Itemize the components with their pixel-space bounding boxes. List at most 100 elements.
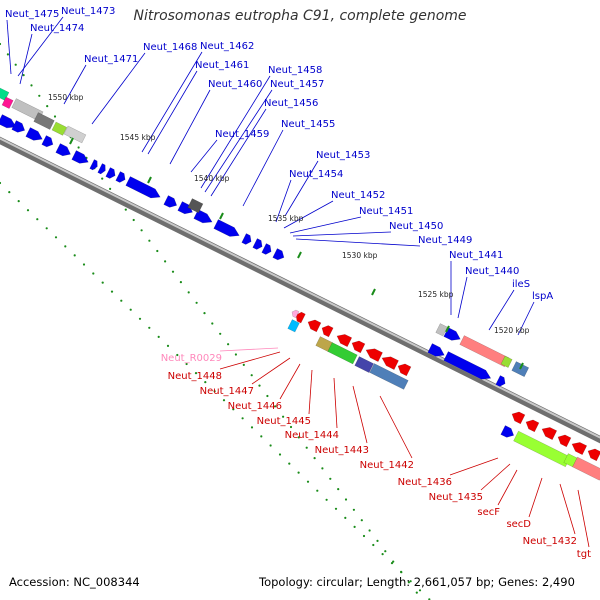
gene-label[interactable]: lspA <box>532 291 553 302</box>
gene-label[interactable]: Neut_1457 <box>270 79 324 90</box>
gene-label[interactable]: Neut_1444 <box>285 430 339 441</box>
gene-label[interactable]: Neut_R0029 <box>161 353 222 364</box>
forward-gene-arrow[interactable] <box>427 343 447 360</box>
gene-label[interactable]: Neut_1432 <box>523 536 577 547</box>
ring-dot <box>329 477 332 480</box>
ring-dot <box>250 426 254 429</box>
ring-dot <box>30 84 33 87</box>
forward-gene-arrow[interactable] <box>443 351 493 383</box>
forward-gene-arrow[interactable] <box>97 163 108 176</box>
forward-gene-arrow[interactable] <box>443 327 463 344</box>
ring-dot <box>6 53 9 56</box>
gene-label[interactable]: Neut_1458 <box>268 65 322 76</box>
reverse-gene-arrow[interactable] <box>540 425 558 441</box>
forward-gene-arrow[interactable] <box>495 375 508 389</box>
gene-label[interactable]: Neut_1460 <box>208 79 262 90</box>
gene-label[interactable]: Neut_1468 <box>143 42 197 53</box>
gene-box[interactable] <box>327 342 358 365</box>
gene-label[interactable]: Neut_1440 <box>465 266 519 277</box>
gene-label[interactable]: Neut_1452 <box>331 190 385 201</box>
forward-gene-arrow[interactable] <box>115 171 128 185</box>
ring-dot <box>64 245 67 248</box>
gene-label[interactable]: Neut_1448 <box>168 371 222 382</box>
gene-box[interactable] <box>1 96 14 109</box>
forward-gene-arrow[interactable] <box>500 425 516 440</box>
gene-label[interactable]: Neut_1436 <box>398 477 452 488</box>
reverse-gene-arrow[interactable] <box>364 346 383 362</box>
rna-gene-arrow[interactable] <box>290 309 300 319</box>
gene-label[interactable]: Neut_1462 <box>200 41 254 52</box>
ring-dot <box>120 299 123 302</box>
reverse-gene-arrow[interactable] <box>586 447 600 462</box>
gene-label[interactable]: Neut_1473 <box>61 6 115 17</box>
gene-label[interactable]: secD <box>506 519 531 530</box>
gene-label[interactable]: tgt <box>577 549 591 560</box>
gene-label[interactable]: Neut_1435 <box>429 492 483 503</box>
gene-box[interactable] <box>51 121 68 136</box>
genome-backbone <box>0 136 600 444</box>
gene-box[interactable] <box>369 363 409 390</box>
reverse-gene-arrow[interactable] <box>306 318 322 333</box>
reverse-gene-arrow[interactable] <box>510 410 526 425</box>
gene-box[interactable] <box>500 355 513 368</box>
gene-label[interactable]: Neut_1459 <box>215 129 269 140</box>
forward-gene-arrow[interactable] <box>105 167 118 181</box>
reverse-gene-arrow[interactable] <box>320 324 334 338</box>
gene-label[interactable]: Neut_1442 <box>360 460 414 471</box>
gene-label[interactable]: Neut_1441 <box>449 250 503 261</box>
reverse-gene-arrow[interactable] <box>380 354 399 370</box>
forward-gene-arrow[interactable] <box>125 176 163 202</box>
reverse-gene-arrow[interactable] <box>570 440 588 456</box>
gene-label[interactable]: Neut_1475 <box>5 9 59 20</box>
reverse-gene-arrow[interactable] <box>335 332 353 348</box>
gene-box[interactable] <box>187 198 204 214</box>
gene-label[interactable]: Neut_1451 <box>359 206 413 217</box>
forward-gene-arrow[interactable] <box>213 219 242 241</box>
ring-dot <box>266 394 269 398</box>
forward-gene-arrow[interactable] <box>41 135 55 149</box>
gene-label[interactable]: Neut_1446 <box>228 401 282 412</box>
gene-label[interactable]: Neut_1461 <box>195 60 249 71</box>
forward-gene-arrow[interactable] <box>193 209 215 227</box>
forward-gene-arrow[interactable] <box>0 114 18 132</box>
gene-label[interactable]: Neut_1455 <box>281 119 335 130</box>
forward-gene-arrow[interactable] <box>163 195 179 210</box>
gene-box[interactable] <box>287 319 300 333</box>
gene-label[interactable]: Neut_1447 <box>200 386 254 397</box>
forward-gene-arrow[interactable] <box>71 150 91 167</box>
forward-gene-arrow[interactable] <box>252 238 265 252</box>
gene-box[interactable] <box>354 356 374 373</box>
ring-dot <box>46 105 49 108</box>
gene-box[interactable] <box>33 112 55 130</box>
forward-gene-arrow[interactable] <box>55 143 73 159</box>
gene-label[interactable]: secF <box>477 507 500 518</box>
forward-gene-arrow[interactable] <box>261 243 274 257</box>
forward-gene-arrow[interactable] <box>241 233 254 247</box>
gene-box[interactable] <box>572 456 600 481</box>
gene-label[interactable]: Neut_1474 <box>30 23 84 34</box>
gene-label[interactable]: Neut_1471 <box>84 54 138 65</box>
ring-dot <box>213 390 216 393</box>
gene-label[interactable]: Neut_1445 <box>257 416 311 427</box>
forward-gene-arrow[interactable] <box>272 248 286 262</box>
reverse-gene-arrow[interactable] <box>350 339 366 354</box>
forward-gene-arrow[interactable] <box>11 120 27 135</box>
forward-gene-arrow[interactable] <box>89 159 100 172</box>
gene-label[interactable]: Neut_1443 <box>315 445 369 456</box>
gene-label[interactable]: Neut_1454 <box>289 169 343 180</box>
reverse-gene-arrow[interactable] <box>396 362 412 377</box>
forward-gene-arrow[interactable] <box>25 127 45 144</box>
gene-label[interactable]: Neut_1449 <box>418 235 472 246</box>
forward-gene-arrow[interactable] <box>177 201 195 217</box>
reverse-gene-arrow[interactable] <box>524 418 540 433</box>
ring-dot <box>232 408 235 411</box>
gene-box[interactable] <box>0 87 10 101</box>
reverse-gene-arrow[interactable] <box>556 433 572 448</box>
ring-dot <box>124 208 127 211</box>
gene-label[interactable]: ileS <box>512 279 530 290</box>
gene-label[interactable]: Neut_1456 <box>264 98 318 109</box>
gene-box[interactable] <box>63 125 87 144</box>
gene-label[interactable]: Neut_1453 <box>316 150 370 161</box>
gene-label[interactable]: Neut_1450 <box>389 221 443 232</box>
